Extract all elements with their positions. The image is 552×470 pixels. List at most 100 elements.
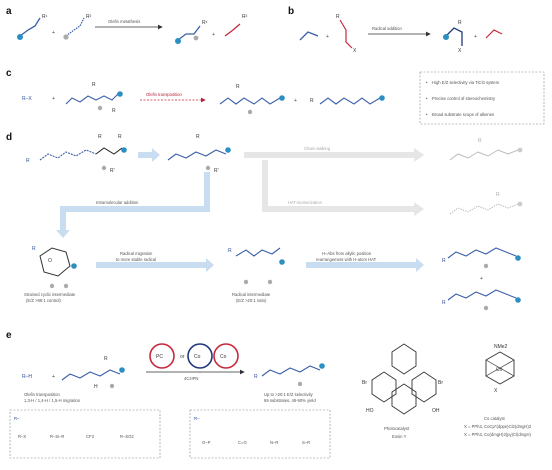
svg-text:+: + (474, 34, 477, 40)
panel-d-cyclic-intermediate: R O Strained cyclic intermediate (E/Z >9… (24, 246, 77, 303)
svg-text:R: R (236, 84, 240, 90)
panel-d-final-product-2: R (442, 289, 521, 311)
path-mid-label: HAT-isomerization (288, 200, 323, 205)
panel-b-reactant-1 (299, 31, 319, 41)
svg-text:Co: Co (194, 354, 201, 360)
panel-e-substrate: R H (61, 356, 125, 390)
photocatalyst-structure: Br Br HO OH Photocatalyst Eosin Y (362, 343, 443, 439)
panel-e-label: e (6, 330, 12, 341)
svg-text:R: R (310, 98, 314, 104)
panel-e-reagent: R–H (22, 374, 32, 380)
svg-text:R: R (442, 300, 446, 306)
caption-mid-line-1: Radical intermediate (232, 292, 271, 297)
box2-title: R– (194, 416, 200, 421)
svg-text:R: R (254, 374, 258, 380)
svg-text:HO: HO (366, 408, 374, 414)
svg-text:R: R (336, 14, 340, 20)
svg-text:X: X (494, 388, 498, 394)
scope-box-1 (9, 409, 161, 459)
svg-text:•: • (426, 80, 428, 85)
criteria-item-3: Broad substrate scope of alkenes (432, 112, 494, 117)
panel-b-side-product (485, 29, 503, 39)
panel-d: d R R R R' R R' Chain walking R (6, 132, 523, 311)
criteria-box (419, 71, 545, 125)
svg-text:or: or (180, 354, 185, 360)
svg-text:R: R (478, 138, 482, 144)
svg-text:R: R (92, 82, 96, 88)
arrow-d-1 (138, 152, 152, 158)
svg-text:R²: R² (86, 14, 92, 20)
svg-text:•: • (426, 96, 428, 101)
svg-text:X: X (353, 48, 357, 54)
path-top-label: Chain walking (304, 146, 331, 151)
svg-text:R: R (442, 258, 446, 264)
arrow-a-text: Olefin metathesis (108, 19, 140, 24)
step2-line-1: Radical migration (120, 251, 153, 256)
panel-b-label: b (288, 6, 294, 17)
caption-left-line-1: Strained cyclic intermediate (24, 292, 76, 297)
svg-text:Co: Co (220, 354, 227, 360)
panel-a-product-1: R¹ (175, 20, 208, 44)
panel-b: b + R X Radical addition R X + (288, 6, 503, 54)
box1-item-1: R–X (18, 434, 26, 439)
dye1-name-line-1: Photocatalyst (384, 426, 410, 431)
path-left-label: Intramolecular addition (96, 200, 139, 205)
criteria-list: High E/Z selectivity via TiCl4 system Pr… (426, 80, 500, 117)
panel-d-start: R R R R' (26, 134, 127, 174)
svg-text:R¹: R¹ (42, 14, 48, 20)
left-caption-line-1: Olefin transposition (24, 392, 61, 397)
panel-e-product: R (254, 363, 325, 387)
svg-text:R: R (112, 108, 116, 114)
product-caption-line-2: 69 substrates, 48-90% yield (264, 398, 316, 403)
step3-line-2: rearrangement with H-atom HAT (316, 257, 377, 262)
svg-text:R: R (228, 248, 232, 254)
panel-d-reagent: R (26, 158, 30, 164)
svg-text:+: + (52, 96, 55, 102)
panel-d-final-product-1: R (442, 247, 521, 269)
criteria-item-2: Precise control of stereochemistry (432, 96, 496, 101)
panel-d-label: d (6, 132, 12, 143)
scope-box-2 (189, 409, 331, 459)
arrow-b-text: Radical addition (372, 26, 402, 31)
panel-a: a R¹ + R² Olefin metathesis R¹ + R² (6, 6, 248, 44)
panel-c-substrate: R R (65, 82, 123, 114)
panel-a-reactant-1: R¹ (17, 14, 48, 40)
panel-d-radical-1: R R' (167, 134, 231, 174)
box1-item-2: R–Si–R (50, 434, 64, 439)
panel-c-label: c (6, 68, 12, 79)
svg-text:O: O (48, 258, 52, 264)
svg-text:Co: Co (496, 367, 503, 373)
catalyst-text: 4CzIPN (184, 376, 198, 381)
svg-text:PC: PC (156, 354, 163, 360)
step2-line-2: to more stable radical (116, 257, 156, 262)
panel-d-mid-product: R (449, 192, 523, 215)
plus-sign: + (52, 30, 55, 36)
panel-c-product-2: R (310, 95, 385, 105)
svg-text:NMe2: NMe2 (494, 344, 508, 350)
svg-text:R: R (458, 20, 462, 26)
svg-text:R: R (32, 246, 36, 252)
box2-item-1: O–P (202, 440, 211, 445)
panel-d-top-product: R (449, 138, 523, 161)
svg-text:•: • (426, 112, 428, 117)
gray-substituent-dot (63, 34, 69, 40)
svg-text:R: R (118, 134, 122, 140)
svg-text:X: X (458, 48, 462, 54)
panel-c: c R–X + R R Olefin transposition R + R H… (6, 68, 545, 125)
svg-text:R: R (196, 134, 200, 140)
caption-left-line-2: (E/Z >99:1 control) (26, 298, 61, 303)
dye1-name-line-2: Eosin Y (392, 434, 407, 439)
path-top-arrow (244, 152, 414, 158)
box2-item-4: S–R (302, 440, 310, 445)
arrow-d-2 (96, 262, 206, 268)
svg-text:R': R' (214, 168, 219, 174)
path-left-arrow-vertical (204, 172, 210, 206)
criteria-item-1: High E/Z selectivity via TiCl4 system (432, 80, 500, 85)
svg-text:Br: Br (438, 380, 443, 386)
svg-text:OH: OH (432, 408, 440, 414)
panel-a-reactant-2: R² (63, 14, 92, 40)
svg-text:H: H (94, 384, 98, 390)
left-caption-line-2: 1,3-H / 1,4-H / 1,5-H migration (24, 398, 81, 403)
